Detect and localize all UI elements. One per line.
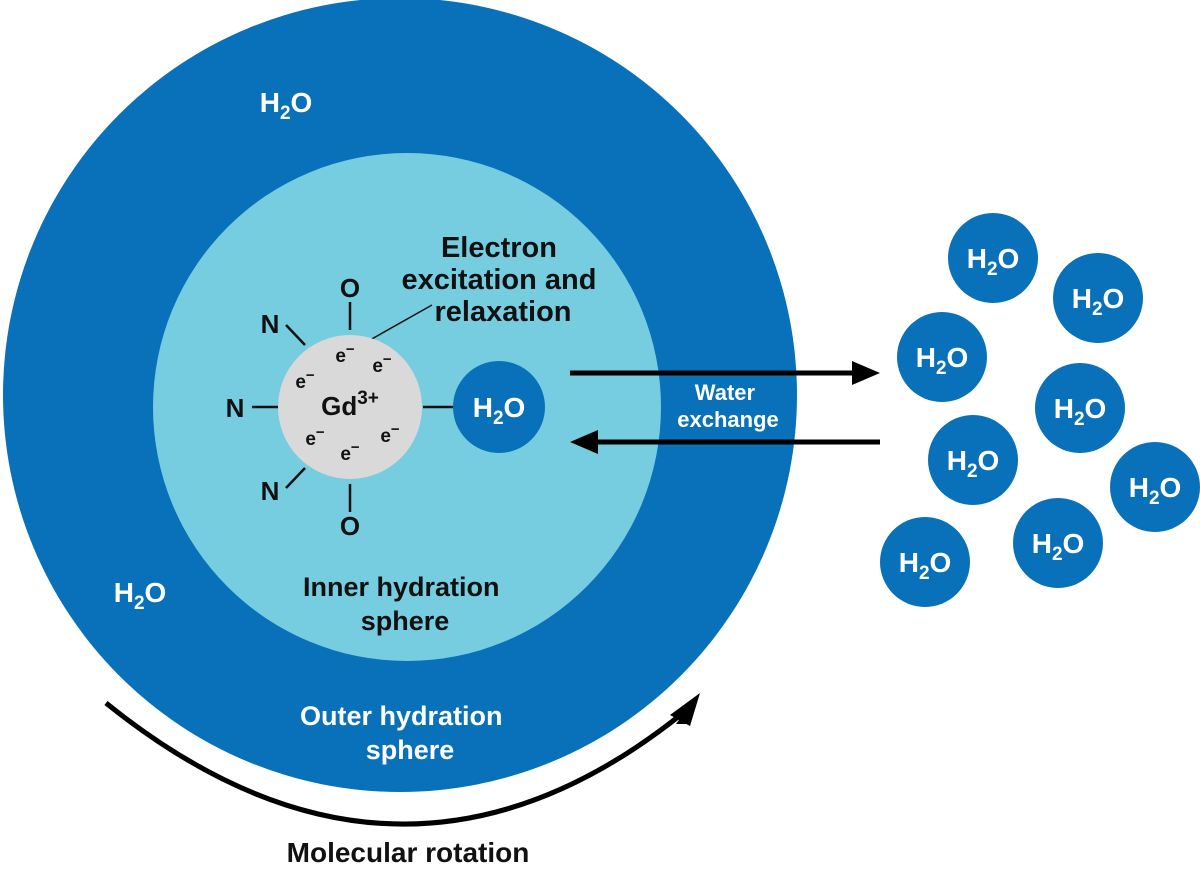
ligand-o-top: O (340, 273, 360, 303)
electron: e− (372, 351, 392, 377)
free-water-label: H2O (1072, 283, 1125, 320)
ligand-n-lower-left: N (261, 476, 280, 506)
bound-water-molecule (453, 361, 545, 453)
free-water-molecule (928, 415, 1018, 505)
rotation-arrow (104, 701, 685, 827)
bond-n-upper-left (285, 324, 306, 346)
electron-process-line-2: excitation and (401, 264, 596, 296)
free-water-molecule (1013, 498, 1103, 588)
ligand-bonds (252, 302, 454, 512)
free-water-molecule (1035, 363, 1125, 453)
outer-sphere-line-2: sphere (366, 735, 455, 765)
outer-sphere-label: Outer hydration sphere (300, 701, 510, 765)
rotation-label: Molecular rotation (287, 837, 530, 868)
inner-sphere-label: Inner hydration sphere (303, 572, 507, 636)
electron-process-line-1: Electron (441, 232, 557, 264)
electron-process-label: Electron excitation and relaxation (401, 232, 604, 328)
electron-process-line-3: relaxation (435, 296, 572, 328)
water-exchange-line-2: exchange (677, 407, 779, 432)
bond-n-lower-left (285, 467, 306, 489)
free-water-label: H2O (1054, 393, 1107, 430)
bound-water-label: H2O (473, 392, 526, 429)
electron: e− (380, 421, 400, 447)
free-water-label: H2O (899, 547, 952, 584)
inner-sphere-line-1: Inner hydration (303, 572, 500, 602)
water-exchange-arrows (570, 361, 880, 454)
gd-label: Gd3+ (321, 388, 379, 421)
free-water-group: H2O H2O H2O H2O H2O H2O H2O H2O (880, 213, 1200, 607)
ligand-o-bottom: O (340, 511, 360, 541)
outer-sphere-line-1: Outer hydration (300, 701, 503, 731)
arrow-outward-head (852, 361, 880, 385)
electron: e− (340, 439, 360, 465)
ligand-n-left: N (226, 393, 245, 423)
free-water-molecule (948, 213, 1038, 303)
free-water-label: H2O (1032, 528, 1085, 565)
free-water-label: H2O (947, 445, 1000, 482)
water-exchange-label: Water exchange (677, 380, 779, 432)
gd-core (278, 335, 422, 479)
rotation-arrowhead-fill (670, 693, 700, 726)
free-water-label: H2O (916, 342, 969, 379)
electron: e− (305, 424, 325, 450)
electron-process-pointer (369, 304, 433, 341)
inner-sphere-line-2: sphere (361, 606, 450, 636)
arrow-inward-head (570, 430, 598, 454)
free-water-molecule (897, 312, 987, 402)
electron: e− (335, 341, 355, 367)
electron: e− (295, 367, 315, 393)
ligand-atoms: O O N N N (226, 273, 361, 541)
free-water-label: H2O (967, 243, 1020, 280)
free-water-molecule (1110, 442, 1200, 532)
free-water-molecule (880, 517, 970, 607)
free-water-molecule (1053, 253, 1143, 343)
free-water-label: H2O (1129, 472, 1182, 509)
water-exchange-line-1: Water (695, 380, 756, 405)
gd-charge: 3+ (357, 388, 379, 409)
outer-water-label: H2O (260, 87, 313, 124)
ligand-n-upper-left: N (261, 309, 280, 339)
electrons: e− e− e− e− e− e− (295, 341, 400, 465)
gd-symbol: Gd (321, 391, 357, 421)
outer-water-label: H2O (114, 577, 167, 614)
